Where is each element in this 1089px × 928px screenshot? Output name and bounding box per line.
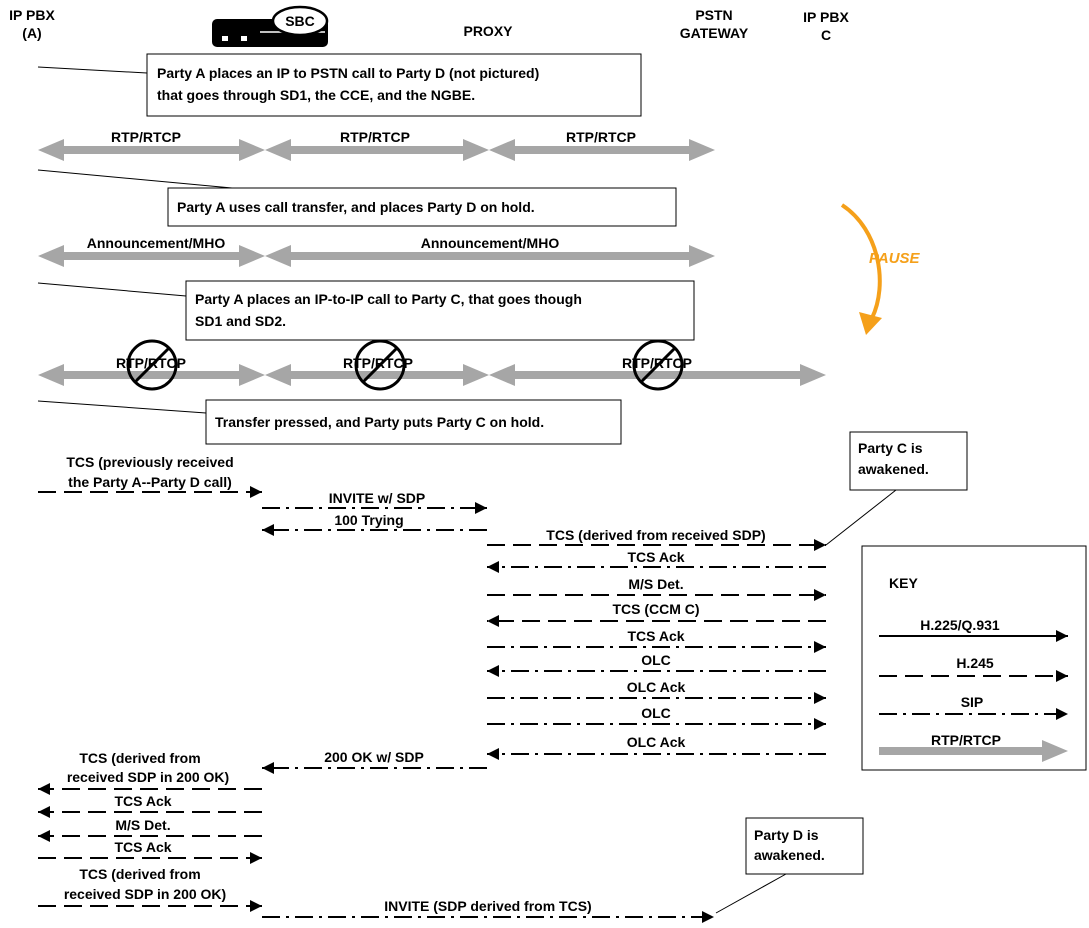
media-row-3-label-1: RTP/RTCP bbox=[116, 355, 186, 371]
note-3-line2: SD1 and SD2. bbox=[195, 313, 286, 329]
party-c-note-line1: Party C is bbox=[858, 440, 923, 456]
msg-trying-label: 100 Trying bbox=[334, 512, 403, 528]
note-3-line1: Party A places an IP-to-IP call to Party… bbox=[195, 291, 582, 307]
note-2-leader bbox=[37, 169, 233, 189]
blocked-icon-3 bbox=[632, 339, 684, 391]
note-2-box bbox=[167, 187, 677, 227]
blocked-icon-1 bbox=[126, 339, 178, 391]
media-row-3-label-3: RTP/RTCP bbox=[622, 355, 692, 371]
header-gateway-line1: PSTN bbox=[695, 7, 732, 23]
key-item-rtp-label: RTP/RTCP bbox=[931, 732, 1001, 748]
key-item-h225-label: H.225/Q.931 bbox=[920, 617, 1000, 633]
msg-olc-ack-2-label: OLC Ack bbox=[627, 734, 686, 750]
note-4-leader bbox=[37, 400, 207, 414]
note-3-leader bbox=[37, 282, 187, 297]
party-c-note-box bbox=[849, 431, 968, 491]
msg-ms-det-2-label: M/S Det. bbox=[115, 817, 170, 833]
note-1-leader bbox=[37, 66, 148, 74]
pause-arrow bbox=[840, 203, 882, 319]
media-row-2 bbox=[38, 245, 715, 267]
msg-tcs-derived-label: TCS (derived from received SDP) bbox=[546, 527, 765, 543]
note-1-line1: Party A places an IP to PSTN call to Par… bbox=[157, 65, 539, 81]
key-item-h245-label: H.245 bbox=[956, 655, 994, 671]
media-row-2-label-2: Announcement/MHO bbox=[421, 235, 560, 251]
msg-tcs-200-b-line1: TCS (derived from bbox=[79, 866, 200, 882]
key-title: KEY bbox=[889, 575, 918, 591]
note-3-box bbox=[185, 280, 695, 341]
header-pbx-a-line2: (A) bbox=[22, 25, 41, 41]
msg-tcs-ack-1-label: TCS Ack bbox=[627, 549, 684, 565]
key-item-sip-label: SIP bbox=[961, 694, 984, 710]
blocked-icon-2 bbox=[354, 339, 406, 391]
msg-tcs-ack-3-label: TCS Ack bbox=[114, 793, 171, 809]
media-row-3-label-2: RTP/RTCP bbox=[343, 355, 413, 371]
note-1-box bbox=[146, 53, 642, 117]
media-row-2-label-1: Announcement/MHO bbox=[87, 235, 226, 251]
pause-label: PAUSE bbox=[869, 250, 921, 267]
party-c-note-leader bbox=[825, 489, 897, 546]
header-pbx-c-line1: IP PBX bbox=[803, 9, 849, 25]
note-4-box bbox=[205, 399, 622, 445]
msg-tcs-200-a-line2: received SDP in 200 OK) bbox=[67, 769, 229, 785]
sbc-device-icon bbox=[212, 5, 329, 47]
msg-invite-tcs-label: INVITE (SDP derived from TCS) bbox=[384, 898, 591, 914]
msg-invite-sdp-label: INVITE w/ SDP bbox=[329, 490, 425, 506]
msg-olc-2-label: OLC bbox=[641, 705, 671, 721]
media-row-1-label-3: RTP/RTCP bbox=[566, 129, 636, 145]
note-2-line1: Party A uses call transfer, and places P… bbox=[177, 199, 535, 215]
media-row-3 bbox=[38, 364, 826, 386]
media-row-1-label-1: RTP/RTCP bbox=[111, 129, 181, 145]
msg-tcs-200-b-line2: received SDP in 200 OK) bbox=[64, 886, 226, 902]
header-proxy: PROXY bbox=[463, 23, 513, 39]
media-row-1 bbox=[38, 139, 715, 161]
party-d-note-box bbox=[745, 817, 864, 875]
media-row-1-label-2: RTP/RTCP bbox=[340, 129, 410, 145]
party-d-note-line1: Party D is bbox=[754, 827, 819, 843]
party-d-note-line2: awakened. bbox=[754, 847, 825, 863]
msg-tcs-ack-2-label: TCS Ack bbox=[627, 628, 684, 644]
header-pbx-c-line2: C bbox=[821, 27, 831, 43]
pause-arrowhead bbox=[859, 312, 882, 335]
party-c-note-line2: awakened. bbox=[858, 461, 929, 477]
msg-tcs-prev-line2: the Party A--Party D call) bbox=[68, 474, 232, 490]
party-d-note-leader bbox=[715, 873, 787, 914]
msg-tcs-prev-line1: TCS (previously received bbox=[66, 454, 233, 470]
msg-tcs-ccm-label: TCS (CCM C) bbox=[612, 601, 699, 617]
note-4-line1: Transfer pressed, and Party puts Party C… bbox=[215, 414, 544, 430]
msg-tcs-ack-4-label: TCS Ack bbox=[114, 839, 171, 855]
msg-tcs-200-a-line1: TCS (derived from bbox=[79, 750, 200, 766]
msg-olc-ack-1-label: OLC Ack bbox=[627, 679, 686, 695]
msg-olc-1-label: OLC bbox=[641, 652, 671, 668]
key-box bbox=[861, 545, 1087, 771]
sbc-label: SBC bbox=[285, 13, 315, 29]
header-pbx-a-line1: IP PBX bbox=[9, 7, 55, 23]
msg-200-ok-label: 200 OK w/ SDP bbox=[324, 749, 424, 765]
header-gateway-line2: GATEWAY bbox=[680, 25, 749, 41]
key-item-rtp-arrow bbox=[879, 740, 1068, 762]
msg-ms-det-1-label: M/S Det. bbox=[628, 576, 683, 592]
note-1-line2: that goes through SD1, the CCE, and the … bbox=[157, 87, 475, 103]
